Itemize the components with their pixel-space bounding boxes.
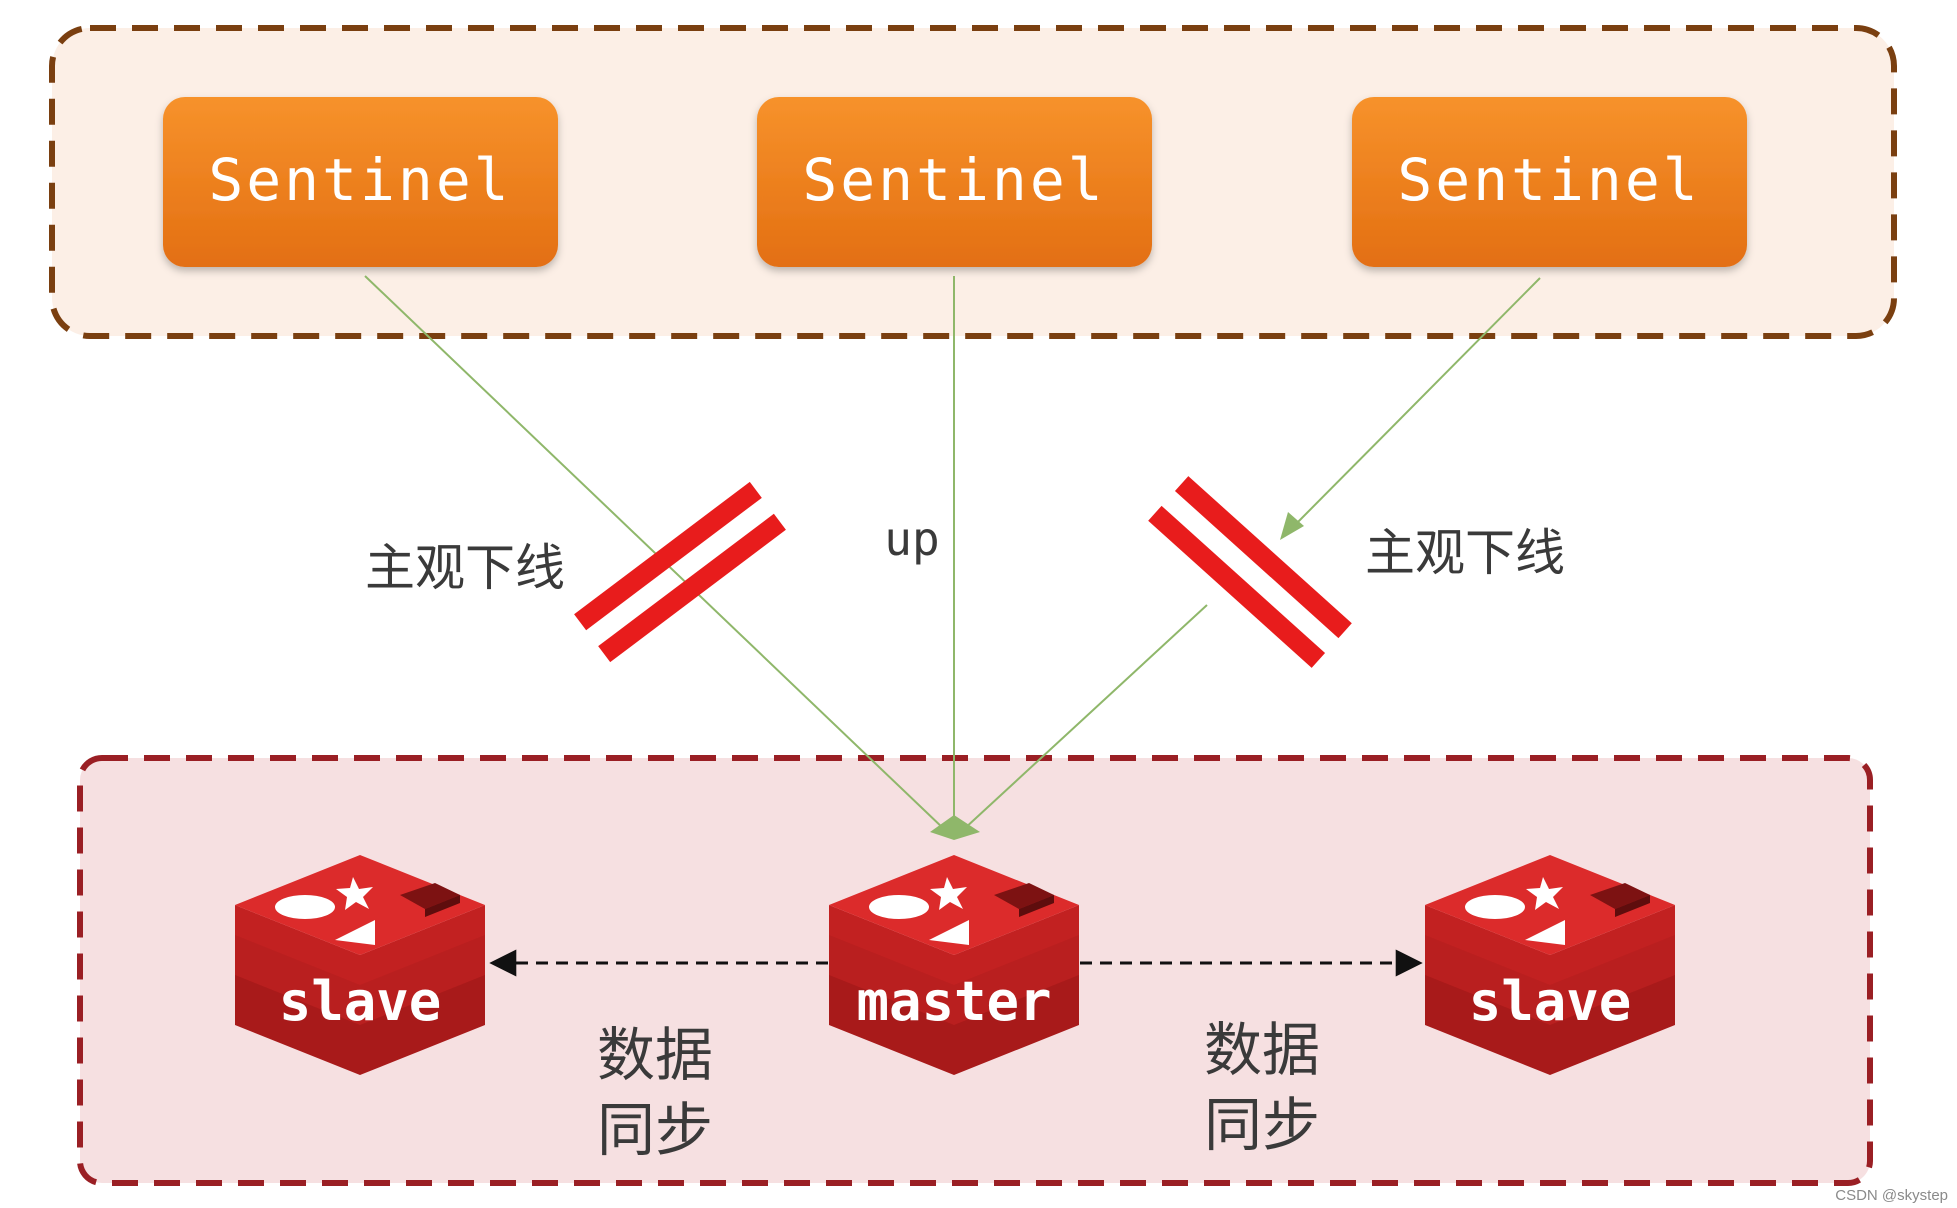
- redis-node-label: master: [856, 970, 1051, 1033]
- cut-mark-right-icon: [1148, 476, 1352, 668]
- sync-label-right-line1: 数据: [1204, 1016, 1320, 1084]
- redis-node-right-slave: slave: [1425, 855, 1675, 1075]
- cut-mark-left-icon: [574, 481, 786, 663]
- redis-node-left-slave: slave: [235, 855, 485, 1075]
- watermark: CSDN @skystep: [1835, 1187, 1948, 1204]
- sentinel-label: Sentinel: [802, 146, 1105, 214]
- sentinel-label: Sentinel: [208, 146, 511, 214]
- sync-label-left-line2: 同步: [597, 1096, 713, 1164]
- sentinel-node-middle: Sentinel: [757, 97, 1152, 267]
- redis-node-label: slave: [279, 970, 442, 1033]
- arrowhead-right-heartbeat-icon: [1280, 512, 1304, 540]
- link-label-middle: up: [884, 512, 939, 566]
- sync-label-left-line1: 数据: [597, 1021, 713, 1089]
- sentinel-label: Sentinel: [1397, 146, 1700, 214]
- link-left-to-master: [364, 275, 946, 831]
- arrowhead-master-icon: [930, 815, 980, 840]
- link-right-to-master: [962, 604, 1208, 831]
- sentinel-node-right: Sentinel: [1352, 97, 1747, 267]
- sentinel-node-left: Sentinel: [163, 97, 558, 267]
- link-label-left: 主观下线: [365, 539, 565, 597]
- redis-node-master: master: [829, 855, 1079, 1075]
- sync-label-right-line2: 同步: [1204, 1091, 1320, 1159]
- redis-node-label: slave: [1469, 970, 1632, 1033]
- link-right-heartbeat: [1291, 277, 1541, 529]
- link-label-right: 主观下线: [1365, 524, 1565, 582]
